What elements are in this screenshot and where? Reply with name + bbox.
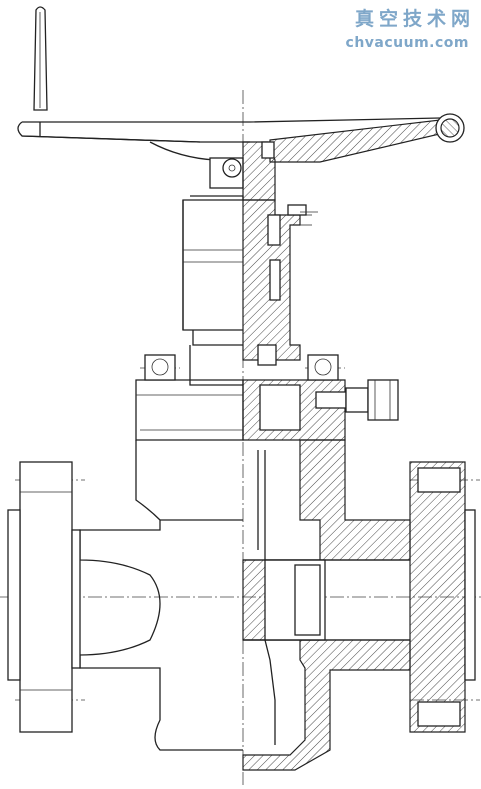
handwheel-hub	[209, 141, 276, 201]
bonnet-section	[242, 199, 318, 366]
handwheel-handle	[33, 6, 48, 111]
bearing-housing	[182, 195, 244, 386]
right-end-flange	[409, 461, 476, 733]
watermark-chinese: 真空技术网	[354, 8, 475, 30]
bonnet-flange	[135, 354, 346, 441]
valve-body-left	[79, 440, 243, 751]
left-end-flange	[7, 461, 81, 733]
valve-body-section	[242, 439, 411, 771]
watermark-site: chvacuum.com	[345, 35, 469, 51]
handwheel	[17, 113, 465, 163]
bore-lines	[243, 559, 410, 641]
grease-fitting	[315, 379, 399, 421]
